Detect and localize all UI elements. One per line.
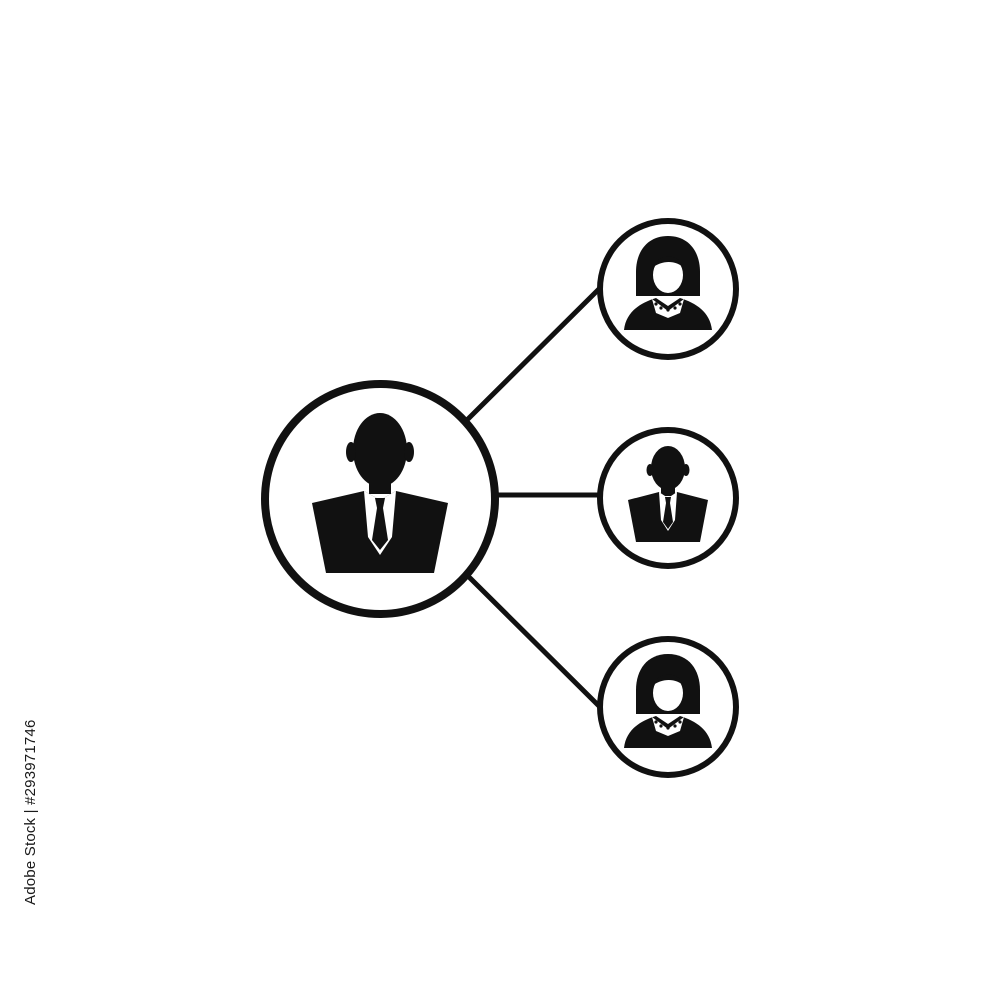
node-middle — [597, 427, 739, 569]
node-top — [597, 218, 739, 360]
connector-line-bottom — [467, 575, 605, 712]
man-in-suit-icon — [628, 446, 708, 542]
node-bottom — [597, 636, 739, 778]
stock-id-label: Adobe Stock | #293971746 — [22, 719, 39, 905]
man-in-suit-icon — [312, 413, 448, 573]
woman-icon — [624, 236, 712, 330]
hub-node — [261, 380, 499, 618]
connector-line-top — [465, 285, 603, 422]
woman-icon — [624, 654, 712, 748]
